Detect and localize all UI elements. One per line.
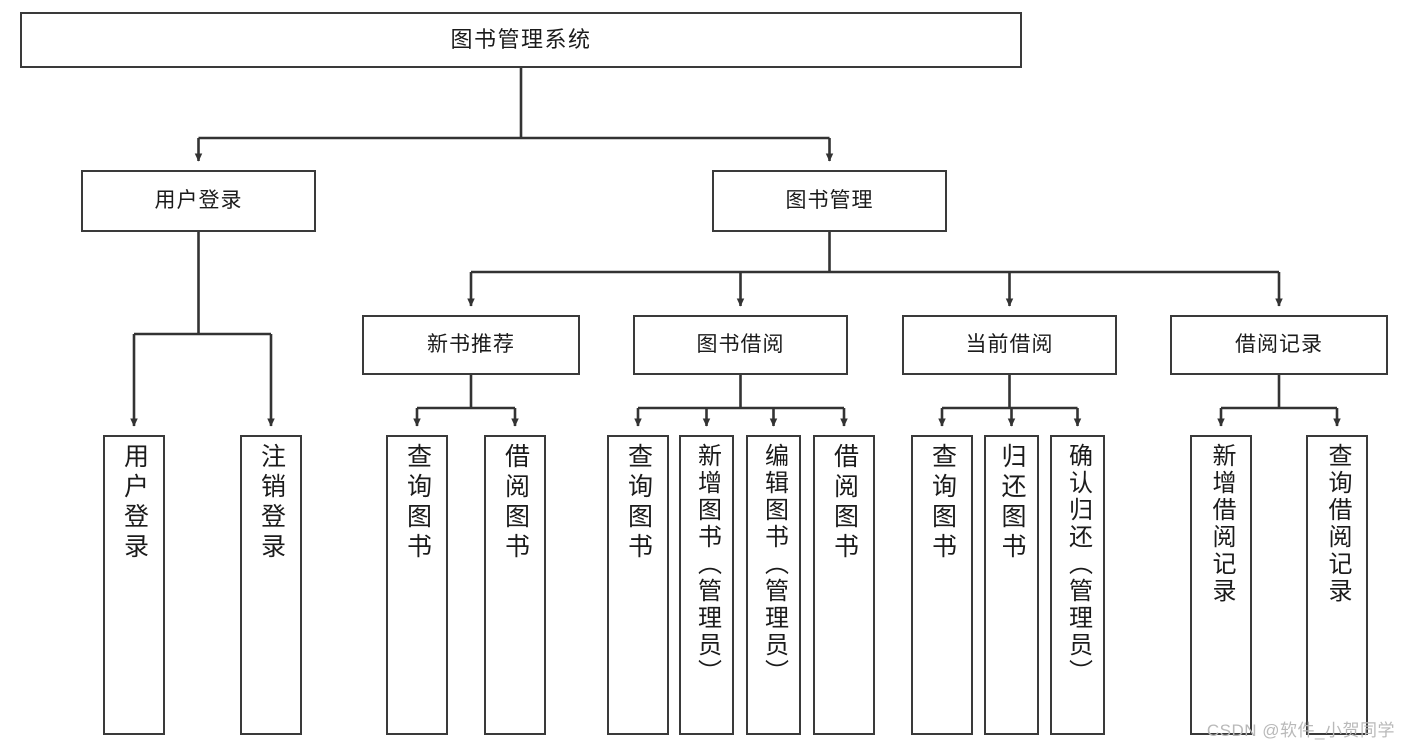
node-level2-0-label: 用户登录 bbox=[154, 188, 243, 212]
node-leaf-7-label: 借阅图书 bbox=[830, 443, 859, 563]
node-leaf-6[interactable]: 编辑图书（管理员） bbox=[746, 435, 801, 735]
node-leaf-7[interactable]: 借阅图书 bbox=[813, 435, 875, 735]
node-leaf-12[interactable]: 查询借阅记录 bbox=[1306, 435, 1368, 735]
node-root[interactable]: 图书管理系统 bbox=[20, 12, 1022, 68]
node-leaf-4-label: 查询图书 bbox=[624, 443, 653, 563]
node-leaf-12-label: 查询借阅记录 bbox=[1324, 443, 1351, 605]
node-leaf-5-label: 新增图书（管理员） bbox=[693, 443, 721, 686]
node-level2-0[interactable]: 用户登录 bbox=[81, 170, 316, 232]
node-leaf-10-label: 确认归还（管理员） bbox=[1064, 443, 1092, 686]
node-level3-2[interactable]: 当前借阅 bbox=[902, 315, 1117, 375]
node-level3-1[interactable]: 图书借阅 bbox=[633, 315, 848, 375]
node-leaf-11[interactable]: 新增借阅记录 bbox=[1190, 435, 1252, 735]
node-leaf-3-label: 借阅图书 bbox=[501, 443, 530, 563]
node-leaf-5[interactable]: 新增图书（管理员） bbox=[679, 435, 734, 735]
node-level3-0[interactable]: 新书推荐 bbox=[362, 315, 580, 375]
node-leaf-2[interactable]: 查询图书 bbox=[386, 435, 448, 735]
node-level3-1-label: 图书借阅 bbox=[696, 332, 785, 356]
node-leaf-2-label: 查询图书 bbox=[403, 443, 432, 563]
node-leaf-0-label: 用户登录 bbox=[120, 443, 149, 563]
node-leaf-9-label: 归还图书 bbox=[998, 443, 1026, 563]
node-level2-1-label: 图书管理 bbox=[785, 188, 874, 212]
node-leaf-1-label: 注销登录 bbox=[257, 443, 286, 563]
node-leaf-8-label: 查询图书 bbox=[928, 443, 957, 563]
node-leaf-10[interactable]: 确认归还（管理员） bbox=[1050, 435, 1105, 735]
node-leaf-9[interactable]: 归还图书 bbox=[984, 435, 1039, 735]
node-leaf-0[interactable]: 用户登录 bbox=[103, 435, 165, 735]
node-leaf-8[interactable]: 查询图书 bbox=[911, 435, 973, 735]
node-root-label: 图书管理系统 bbox=[450, 27, 592, 53]
node-level3-2-label: 当前借阅 bbox=[965, 332, 1054, 356]
node-leaf-11-label: 新增借阅记录 bbox=[1208, 443, 1235, 605]
node-level2-1[interactable]: 图书管理 bbox=[712, 170, 947, 232]
node-leaf-6-label: 编辑图书（管理员） bbox=[760, 443, 788, 686]
node-leaf-4[interactable]: 查询图书 bbox=[607, 435, 669, 735]
node-level3-3-label: 借阅记录 bbox=[1235, 332, 1323, 356]
watermark-text: CSDN @软件_小贺同学 bbox=[1206, 721, 1395, 740]
node-leaf-3[interactable]: 借阅图书 bbox=[484, 435, 546, 735]
node-level3-0-label: 新书推荐 bbox=[427, 332, 515, 356]
node-leaf-1[interactable]: 注销登录 bbox=[240, 435, 302, 735]
node-level3-3[interactable]: 借阅记录 bbox=[1170, 315, 1388, 375]
